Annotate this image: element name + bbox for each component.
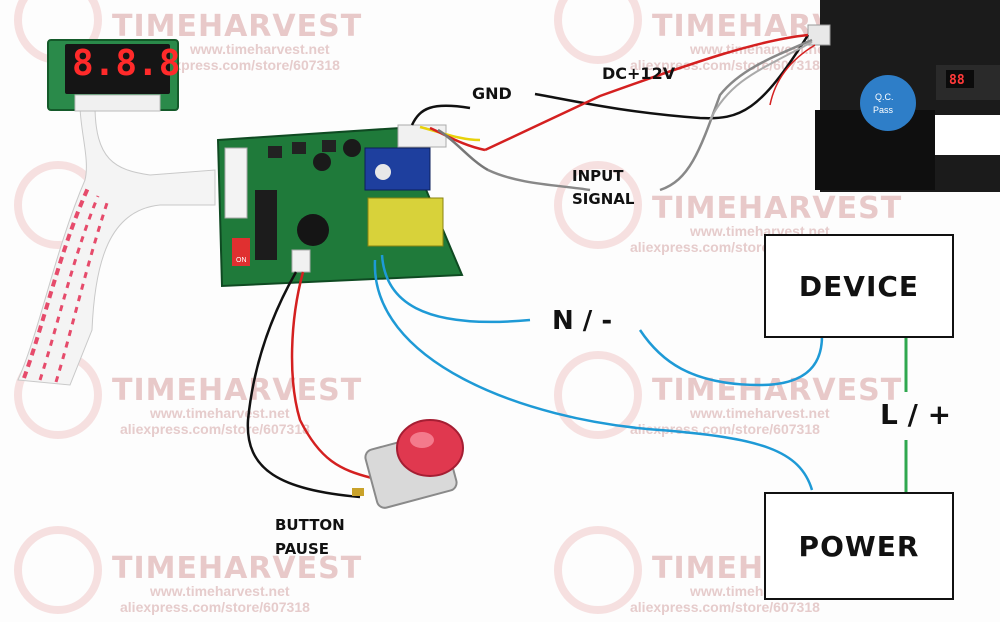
coin-acceptor: Q.C. Pass 88 — [807, 0, 1000, 192]
watermark-url: www.timeharvest.net — [689, 405, 830, 421]
watermark-brand: TIMEHARVEST — [652, 191, 902, 226]
led-display-digits: 8.8.8 — [72, 43, 181, 84]
button-pause-label-line1: BUTTON — [275, 516, 345, 534]
led-display-module — [47, 39, 179, 112]
button-pause-label-line2: PAUSE — [275, 540, 329, 558]
neutral-label: N / - — [552, 306, 613, 336]
watermark-brand: TIMEHARVEST — [112, 551, 362, 586]
dc12v-label: DC+12V — [602, 64, 676, 83]
capacitor — [313, 153, 331, 171]
watermark-url: aliexpress.com/store/607318 — [150, 57, 340, 73]
power-box: POWER — [764, 492, 954, 600]
coin-acceptor-display: 88 — [949, 73, 965, 88]
button-connector — [291, 249, 311, 273]
device-box: DEVICE — [764, 234, 954, 338]
input-signal-label-line1: INPUT — [572, 167, 624, 185]
pause-push-button — [352, 419, 464, 509]
watermark-url: aliexpress.com/store/607318 — [630, 421, 820, 437]
relay — [364, 147, 431, 191]
neutral-wires — [373, 254, 824, 491]
watermark-brand: TIMEHARVEST — [652, 373, 902, 408]
terminal-block — [367, 197, 444, 247]
tact-switch — [292, 142, 306, 154]
live-label: L / + — [880, 398, 952, 431]
controller-board: ON — [216, 124, 464, 288]
watermark-url: www.timeharvest.net — [189, 41, 330, 57]
buzzer — [297, 214, 329, 246]
signal-wires — [410, 33, 816, 192]
potentiometer — [375, 164, 391, 180]
capacitor — [343, 139, 361, 157]
watermark-url: aliexpress.com/store/607318 — [120, 421, 310, 437]
ic-chip — [255, 190, 277, 260]
watermark-brand: TIMEHARVEST — [112, 9, 362, 44]
dip-switch-label: ON — [236, 257, 247, 264]
qc-badge-text: Pass — [873, 105, 894, 115]
button-wires — [246, 271, 373, 499]
tact-switch — [322, 140, 336, 152]
watermark-url: aliexpress.com/store/607318 — [120, 599, 310, 615]
qc-badge-text: Q.C. — [875, 92, 894, 102]
qc-pass-badge — [860, 75, 916, 131]
watermark-url: www.timeharvest.net — [149, 405, 290, 421]
dip-switch — [232, 238, 250, 266]
watermark-brand: TIMEHARVEST — [112, 373, 362, 408]
ribbon-cable — [17, 104, 216, 386]
board-connector — [224, 147, 248, 219]
gnd-label: GND — [472, 84, 512, 103]
watermark-url: aliexpress.com/store/607318 — [630, 599, 820, 615]
tact-switch — [268, 146, 282, 158]
input-signal-label-line2: SIGNAL — [572, 190, 635, 208]
watermark-url: www.timeharvest.net — [149, 583, 290, 599]
